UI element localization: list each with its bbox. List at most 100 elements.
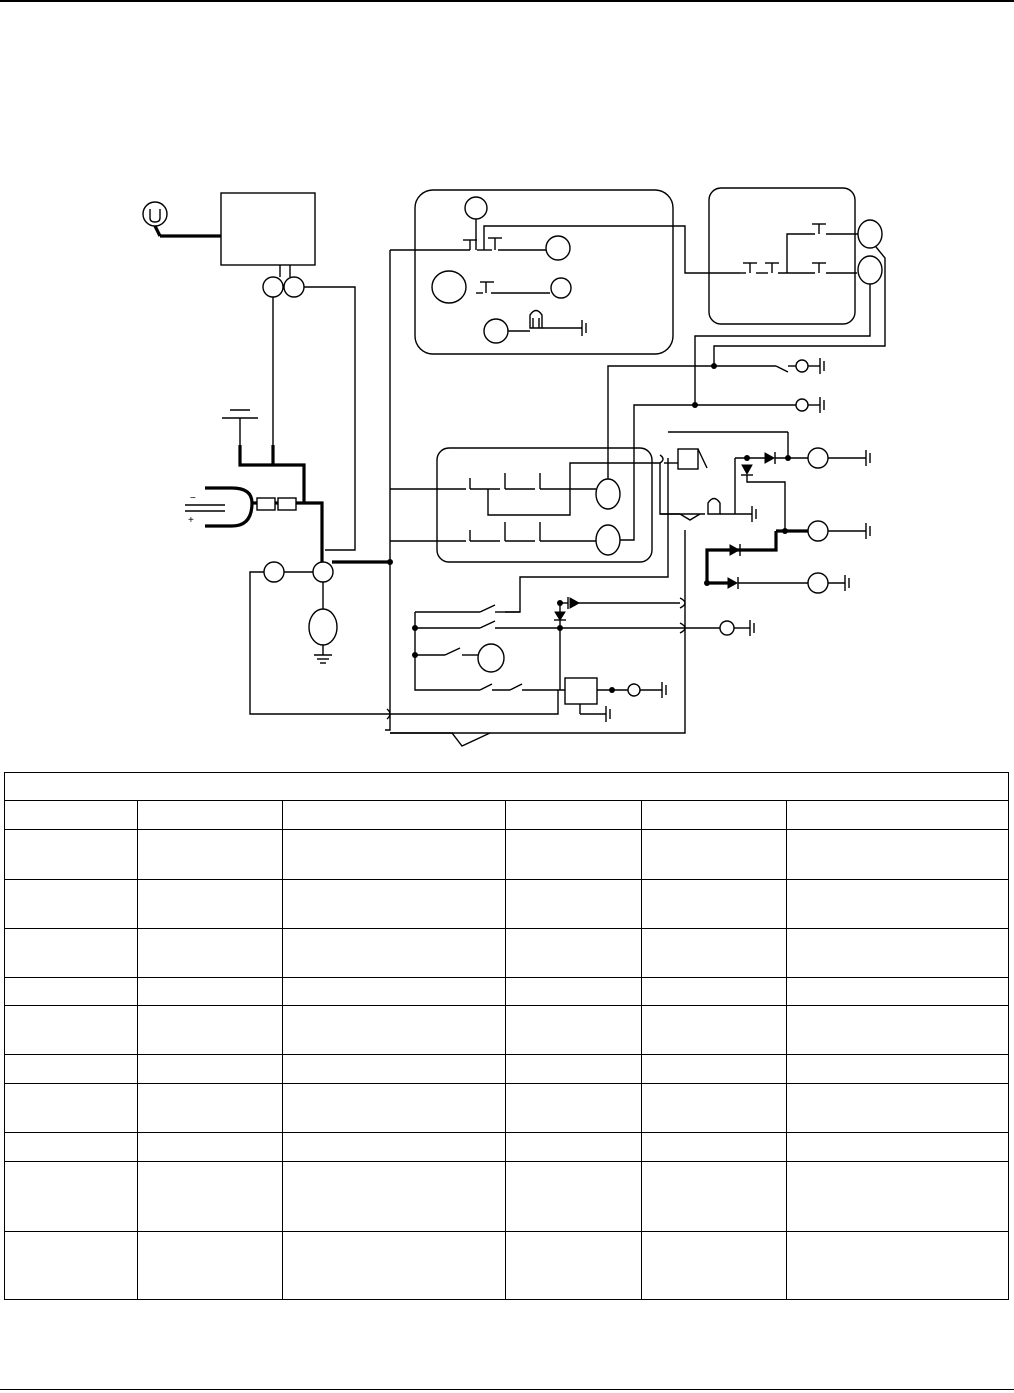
junction bbox=[412, 625, 418, 631]
table-cell bbox=[137, 829, 283, 880]
switch-icon bbox=[390, 732, 491, 747]
fuse-icon bbox=[795, 359, 809, 373]
wire bbox=[390, 530, 686, 734]
switch-icon bbox=[463, 237, 502, 251]
lamp-icon bbox=[545, 235, 571, 261]
table-cell bbox=[505, 977, 642, 1006]
table-cell bbox=[786, 1083, 1009, 1133]
junction bbox=[744, 455, 750, 461]
diode-icon bbox=[554, 611, 566, 621]
wire bbox=[786, 233, 815, 273]
wire bbox=[385, 250, 391, 731]
table-cell bbox=[786, 1005, 1009, 1055]
table-cell bbox=[641, 1005, 787, 1055]
table-cell bbox=[137, 1231, 283, 1300]
ground-icon bbox=[581, 320, 587, 336]
table-cell bbox=[137, 1054, 283, 1084]
table-cell bbox=[505, 1231, 642, 1300]
table-cell bbox=[786, 977, 1009, 1006]
wire bbox=[304, 286, 356, 551]
table-cell bbox=[505, 879, 642, 929]
switch-icon bbox=[812, 223, 858, 235]
table-cell bbox=[137, 800, 283, 830]
table-cell bbox=[282, 1054, 506, 1084]
table-cell bbox=[137, 928, 283, 978]
ground-icon bbox=[749, 620, 755, 636]
relay-coil-icon bbox=[550, 277, 572, 299]
table-cell bbox=[786, 829, 1009, 880]
wire-crossover bbox=[679, 597, 686, 609]
table-cell bbox=[282, 829, 506, 880]
switch-icon bbox=[740, 262, 857, 274]
relay-coil-icon bbox=[464, 196, 488, 220]
wiring-diagram-svg: − + bbox=[142, 187, 886, 747]
table-cell bbox=[641, 879, 787, 929]
motor-icon bbox=[308, 608, 338, 646]
lamp-icon bbox=[707, 497, 721, 515]
solenoid-icon bbox=[312, 561, 334, 583]
table-cell bbox=[786, 1161, 1009, 1232]
table-cell bbox=[786, 879, 1009, 929]
wire-crossover bbox=[659, 454, 664, 464]
charger-box-icon bbox=[564, 677, 598, 705]
charger-box-icon bbox=[220, 192, 316, 266]
table-row bbox=[4, 1005, 1009, 1055]
wire bbox=[607, 365, 776, 482]
switch-icon bbox=[476, 281, 550, 294]
table-row bbox=[4, 928, 1009, 978]
switch-icon bbox=[679, 513, 701, 521]
relay-coil-icon bbox=[477, 643, 505, 673]
table-cell bbox=[641, 928, 787, 978]
ground-icon bbox=[819, 397, 825, 413]
ground-icon bbox=[865, 450, 871, 466]
junction bbox=[782, 528, 788, 534]
lamp-icon bbox=[807, 520, 829, 542]
ground-icon bbox=[661, 682, 667, 698]
battery-icon bbox=[222, 409, 258, 445]
fuse-icon bbox=[795, 398, 809, 412]
table-row bbox=[4, 1231, 1009, 1300]
table-cell bbox=[505, 829, 642, 880]
wire bbox=[414, 612, 480, 691]
table-cell bbox=[137, 1083, 283, 1133]
table-cell bbox=[4, 1161, 138, 1232]
ground-icon bbox=[751, 506, 757, 522]
wire bbox=[620, 530, 635, 541]
table-cell bbox=[641, 977, 787, 1006]
battery-cable bbox=[296, 501, 324, 562]
fuse-icon bbox=[719, 620, 735, 636]
relay-coil-icon bbox=[857, 255, 883, 285]
top-rule bbox=[0, 0, 1014, 2]
table-cell bbox=[282, 1083, 506, 1133]
table-row bbox=[4, 1054, 1009, 1084]
ground-icon bbox=[844, 575, 850, 591]
table-cell bbox=[641, 1231, 787, 1300]
control-panel-frame bbox=[414, 189, 674, 355]
switch-icon bbox=[469, 522, 596, 542]
switch-icon bbox=[775, 365, 789, 373]
table-row bbox=[4, 1132, 1009, 1162]
ground-icon bbox=[819, 358, 825, 374]
table-header-cell bbox=[4, 772, 1009, 801]
wire bbox=[487, 462, 640, 516]
table-cell bbox=[505, 1132, 642, 1162]
wire bbox=[249, 571, 559, 715]
table-cell bbox=[137, 977, 283, 1006]
switch-icon bbox=[479, 620, 496, 629]
lower-control-panel-frame bbox=[436, 447, 653, 563]
table-cell bbox=[4, 1132, 138, 1162]
table-cell bbox=[282, 1132, 506, 1162]
switch-icon bbox=[444, 647, 461, 656]
table-cell bbox=[282, 1161, 506, 1232]
wire bbox=[713, 246, 886, 367]
junction bbox=[412, 652, 418, 658]
lamp-icon bbox=[807, 447, 829, 469]
wire bbox=[483, 225, 740, 274]
wire bbox=[705, 531, 778, 583]
table-cell bbox=[505, 1005, 642, 1055]
switch-icon bbox=[479, 683, 493, 691]
table-cell bbox=[137, 1132, 283, 1162]
table-cell bbox=[4, 1054, 138, 1084]
table-cell bbox=[137, 1161, 283, 1232]
bottom-rule bbox=[0, 1389, 1014, 1390]
